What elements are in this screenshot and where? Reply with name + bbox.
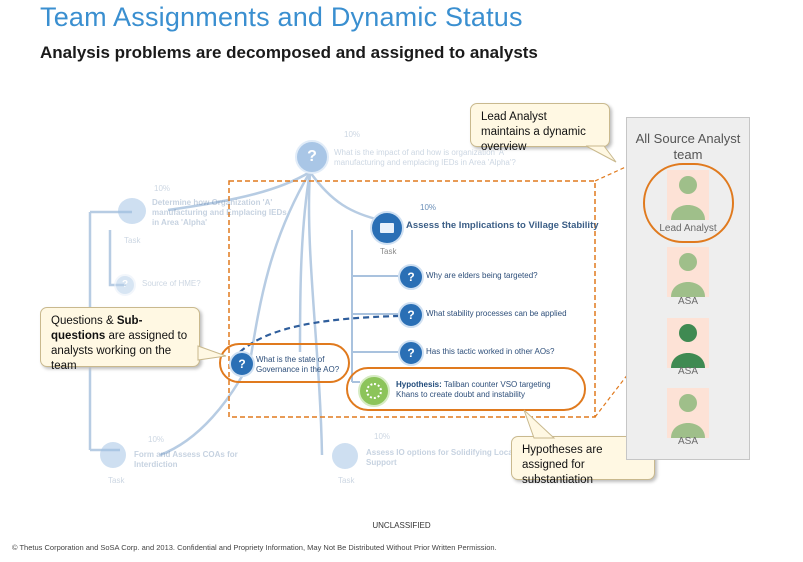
root-question-label: What is the impact of and how is organiz… — [334, 148, 516, 167]
question-label[interactable]: Why are elders being targeted? — [426, 271, 538, 280]
hypothesis-icon — [358, 375, 390, 407]
team-title: All Source Analyst team — [635, 131, 741, 162]
avatar[interactable] — [667, 170, 709, 220]
callout-pointer — [197, 345, 227, 361]
task-label: Determine how Organization 'A' manufactu… — [152, 198, 287, 227]
question-label[interactable]: What stability processes can be applied — [426, 309, 567, 318]
node-percent: 10% — [148, 435, 165, 444]
team-member-label: ASA — [677, 436, 698, 447]
question-icon[interactable]: ? — [398, 302, 424, 328]
task-folder-icon — [370, 211, 404, 245]
lead-analyst-callout: Lead Analyst maintains a dynamic overvie… — [470, 103, 610, 153]
task-label: Form and Assess COAs for Interdiction — [134, 450, 238, 469]
hypothesis-text[interactable]: Hypothesis: Taliban counter VSO targetin… — [396, 380, 566, 400]
question-icon[interactable]: ? — [229, 351, 255, 377]
task-folder-icon — [100, 442, 126, 468]
node-percent: 10% — [344, 130, 361, 139]
copyright-text: © Thetus Corporation and SoSA Corp. and … — [12, 543, 497, 552]
task-tag: Task — [124, 236, 141, 245]
question-label[interactable]: Has this tactic worked in other AOs? — [426, 347, 555, 356]
node-percent: 10% — [154, 184, 171, 193]
question-label: Source of HME? — [142, 279, 201, 288]
assignment-highlight — [219, 343, 350, 383]
task-folder-icon — [332, 443, 358, 469]
questions-callout: Questions & Sub-questions are assigned t… — [40, 307, 200, 372]
node-percent: 10% — [374, 432, 391, 441]
assignment-highlight — [346, 367, 586, 411]
task-tag: Task — [108, 476, 125, 485]
questions-callout-rest: are assigned to analysts working on the … — [51, 330, 188, 372]
question-icon: ? — [295, 140, 329, 174]
callout-pointer — [523, 409, 556, 439]
task-tag: Task — [338, 476, 355, 485]
page-title: Team Assignments and Dynamic Status — [40, 2, 523, 32]
node-percent: 10% — [420, 203, 437, 212]
question-icon: ? — [114, 274, 136, 296]
hypothesis-label: Hypothesis: — [396, 380, 442, 389]
task-tag: Task — [380, 247, 397, 256]
avatar[interactable] — [667, 388, 709, 438]
team-member-label: ASA — [677, 366, 698, 377]
question-icon[interactable]: ? — [398, 340, 424, 366]
classification-label: UNCLASSIFIED — [372, 521, 431, 530]
questions-callout-bold: Sub-questions — [51, 315, 143, 342]
team-member-label: ASA — [677, 296, 698, 307]
person-icon — [671, 176, 705, 220]
avatar[interactable] — [667, 247, 709, 297]
task-label: Assess the Implications to Village Stabi… — [406, 220, 599, 231]
team-member-label: Lead Analyst — [659, 223, 717, 234]
page-subtitle: Analysis problems are decomposed and ass… — [40, 43, 538, 62]
lead-analyst-highlight — [643, 163, 734, 243]
callout-pointer — [585, 145, 617, 163]
task-folder-icon — [118, 198, 146, 224]
avatar[interactable] — [667, 318, 709, 368]
person-icon — [671, 394, 705, 438]
question-icon[interactable]: ? — [398, 264, 424, 290]
task-label: Assess IO options for Solidifying Local … — [366, 448, 515, 467]
person-icon — [671, 253, 705, 297]
hypothesis-body: Taliban counter VSO targeting Khans to c… — [396, 380, 551, 399]
question-label[interactable]: What is the state of Governance in the A… — [256, 355, 340, 374]
person-icon — [671, 324, 705, 368]
questions-callout-prefix: Questions & — [51, 315, 117, 327]
